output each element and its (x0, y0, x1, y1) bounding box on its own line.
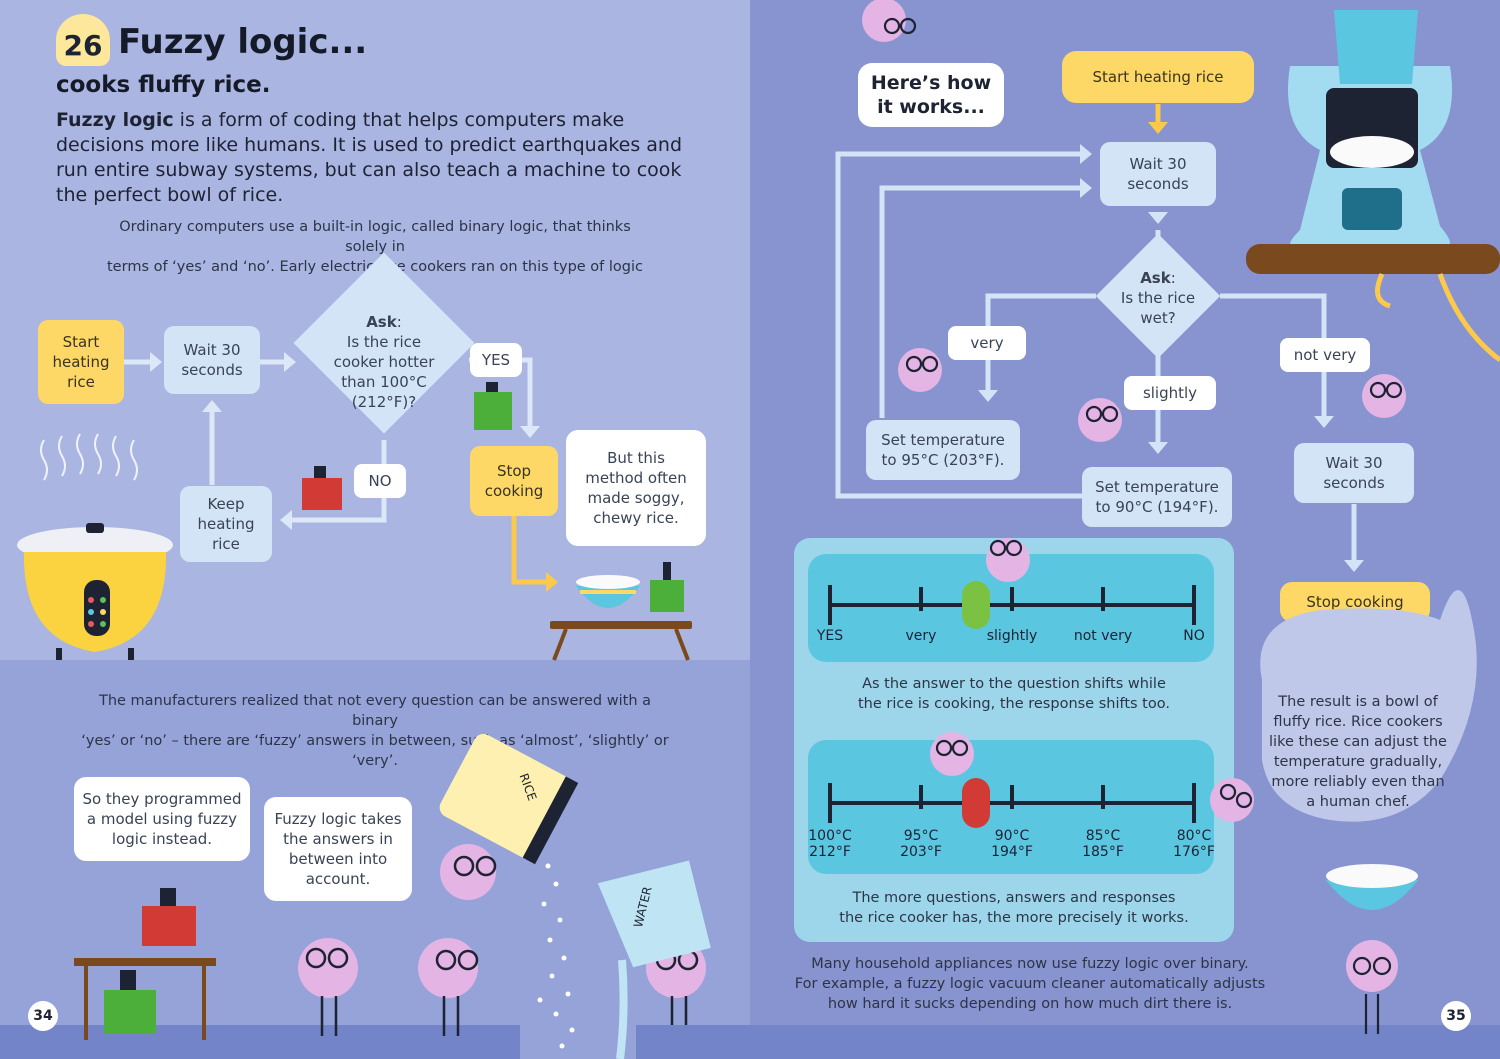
right-flow-set95: Set temperature to 95°C (203°F). (866, 420, 1020, 480)
answer-scale-tick (828, 585, 832, 625)
left-ask-bold: Ask (366, 313, 397, 331)
temperature-scale-tick (1192, 783, 1196, 823)
answer-scale-tick (919, 587, 923, 611)
answer-scale-label: slightly (986, 628, 1038, 644)
temperature-scale-label: 80°C 176°F (1173, 828, 1215, 860)
temperature-scale-tick (919, 785, 923, 809)
label-slightly: slightly (1124, 376, 1216, 410)
intro-bold-term: Fuzzy logic (56, 109, 174, 131)
number-badge: 26 (56, 14, 110, 66)
temperature-scale-label: 100°C 212°F (808, 828, 852, 860)
steam-lines (40, 433, 138, 481)
yes-label: YES (470, 343, 522, 377)
answer-scale-label: YES (816, 628, 844, 644)
right-flow-start: Start heating rice (1062, 51, 1254, 103)
page-number-left: 34 (28, 1001, 58, 1031)
right-flow-wait2: Wait 30 seconds (1294, 443, 1414, 503)
answer-scale-label: not very (1073, 628, 1133, 644)
bowl-table-illustration (302, 382, 692, 661)
intro-text: is a form of coding that helps computers… (56, 109, 683, 206)
left-flow-keep-heating: Keep heating rice (180, 486, 272, 562)
scale2-caption: The more questions, answers and response… (839, 890, 1189, 926)
left-flow-ask: Ask:Is the rice cooker hotter than 100°C… (333, 313, 435, 411)
right-ask-text: Is the rice wet? (1120, 289, 1196, 327)
left-comment-bubble: But this method often made soggy, chewy … (566, 430, 706, 546)
right-ask-bold: Ask (1140, 269, 1171, 287)
label-not-very: not very (1280, 338, 1370, 372)
temperature-marker (962, 778, 990, 828)
right-flow-ask: Ask:Is the rice wet? (1120, 269, 1196, 327)
result-text: The result is a bowl of fluffy rice. Ric… (1269, 694, 1447, 810)
temperature-scale-tick (1101, 785, 1105, 809)
right-floor (636, 1025, 1500, 1059)
bubble-programmed: So they programmed a model using fuzzy l… (74, 777, 250, 861)
result-bubble-shape (1260, 590, 1477, 822)
answer-scale-tick (1101, 587, 1105, 611)
binary-caption: Ordinary computers use a built-in logic,… (107, 219, 643, 295)
answer-scale-tick (1192, 585, 1196, 625)
left-flow-stop: Stop cooking (470, 446, 558, 516)
temperature-scale-label: 95°C 203°F (900, 828, 942, 860)
answer-marker (962, 581, 990, 629)
right-flow-wait: Wait 30 seconds (1100, 142, 1216, 206)
temperature-scale-tick (828, 783, 832, 823)
bubble-fuzzy: Fuzzy logic takes the answers in between… (264, 797, 412, 901)
no-label: NO (354, 464, 406, 498)
label-very: very (948, 326, 1026, 360)
intro-paragraph: Fuzzy logic is a form of coding that hel… (56, 108, 696, 208)
temperature-scale-label: 85°C 185°F (1082, 828, 1124, 860)
scale1-caption: As the answer to the question shifts whi… (858, 676, 1170, 712)
page-number-right: 35 (1441, 1001, 1471, 1031)
right-flow-set90: Set temperature to 90°C (194°F). (1082, 467, 1232, 527)
page-title: Fuzzy logic... (118, 22, 368, 62)
lower-left-characters (74, 733, 711, 1059)
temperature-scale-label: 90°C 194°F (991, 828, 1033, 860)
page-subtitle: cooks fluffy rice. (56, 72, 271, 98)
left-flow-wait: Wait 30 seconds (164, 326, 260, 394)
manufacturers-caption: The manufacturers realized that not ever… (81, 693, 669, 769)
heres-how-bubble: Here’s how it works... (858, 63, 1004, 127)
rice-cooker-illustration (17, 433, 173, 660)
left-ask-text: Is the rice cooker hotter than 100°C (21… (333, 333, 435, 411)
temperature-scale-tick (1010, 785, 1014, 809)
answer-scale-label: NO (1183, 628, 1205, 644)
footer-caption: Many household appliances now use fuzzy … (794, 956, 1266, 1012)
answer-scale-label: very (905, 628, 937, 644)
answer-scale-tick (1010, 587, 1014, 611)
left-flow-start: Start heating rice (38, 320, 124, 404)
